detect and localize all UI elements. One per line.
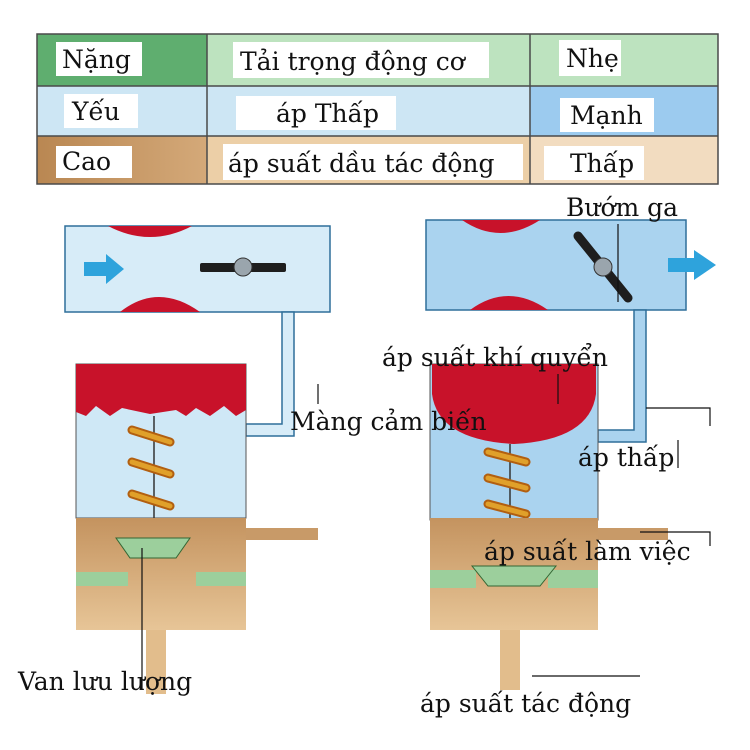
left-seat-right [196,572,246,586]
oil-pressure-label: áp suất dầu tác động [228,149,495,178]
sensor-diaphragm-label: Màng cảm biến [290,407,487,436]
throttle-label: Bướm ga [566,193,678,222]
left-airflow-arrow [84,254,124,284]
left-diaphragm [76,364,246,416]
heavy-label: Nặng [62,45,131,74]
left-outlet-pipe [146,630,166,694]
right-throttle-valve-icon [573,231,633,303]
table-cell-light [530,34,718,86]
right-airflow-arrow [668,250,716,280]
high-label: Cao [62,147,111,176]
right-diaphragm [432,364,596,444]
right-flow-valve [470,565,558,587]
right-diagram [425,219,716,690]
left-venturi-bottom [120,297,200,312]
left-flow-valve [115,537,191,559]
comparison-table: Nặng Tải trọng động cơ Nhẹ Yếu áp Thấp M… [36,33,719,185]
actuating-pressure-label: áp suất tác động [420,689,631,718]
light-label: Nhẹ [566,44,619,73]
engine-load-label: Tải trọng động cơ [240,47,467,76]
left-oil-inlet [246,528,318,540]
right-seat-right [548,570,598,588]
right-outlet-pipe [500,630,520,690]
atmospheric-pressure-label: áp suất khí quyển [382,343,608,372]
low-pressure-callout: áp thấp [578,443,674,472]
flow-valve-label: Van lưu lượng [17,667,192,696]
left-venturi-top [108,226,192,237]
right-spring-icon [483,447,531,519]
working-pressure-label: áp suất làm việc [484,537,691,566]
left-spring-icon [127,425,175,511]
right-venturi-top [462,220,540,233]
left-seat-left [76,572,128,586]
right-vacuum-tube [597,309,647,443]
left-diagram [64,225,331,694]
right-air-passage [425,219,687,311]
callout-labels: Bướm ga áp suất khí quyển Màng cảm biến … [17,193,691,718]
right-oil-inlet [598,528,668,540]
right-seat-left [430,570,476,588]
right-venturi-bottom [470,296,548,310]
weak-label: Yếu [71,97,120,126]
strong-label: Mạnh [570,101,643,130]
left-vacuum-tube [245,311,295,437]
left-throttle-valve-icon [200,257,286,277]
low-pressure-label: áp Thấp [276,99,379,128]
low-label: Thấp [570,149,634,178]
